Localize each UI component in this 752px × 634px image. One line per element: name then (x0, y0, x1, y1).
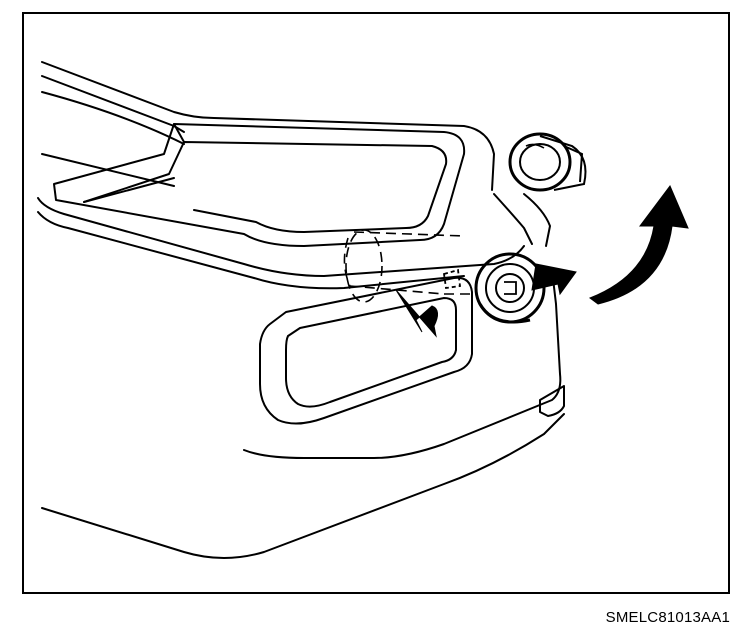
push-arrow-right (531, 263, 577, 296)
console-side-edge (243, 269, 562, 459)
front-recess-outer (259, 276, 473, 425)
cap-tether-right (523, 193, 551, 247)
figure-code: SMELC81013AA1 (605, 609, 730, 626)
lift-arrow-curved (588, 185, 689, 305)
push-arrow-left (395, 289, 438, 338)
tray-inner-step (173, 123, 185, 143)
lighter-cap (508, 132, 587, 192)
console-illustration (37, 61, 689, 559)
locking-tab (442, 268, 462, 290)
console-front-upper-edge (37, 197, 525, 277)
console-lid-upper-edge (41, 75, 185, 133)
console-lid-outer-edge (41, 61, 495, 191)
tray-floor-line (83, 177, 175, 203)
tray-inner-rim (83, 141, 448, 233)
front-recess-inner (285, 297, 457, 408)
console-lid-ridge (41, 91, 185, 145)
hidden-socket-top (353, 231, 465, 237)
hidden-socket-body (343, 237, 445, 295)
console-bottom-edge (41, 413, 565, 559)
hidden-socket-end (345, 229, 383, 303)
illustration-frame (22, 12, 730, 594)
console-base-foot (539, 385, 565, 417)
cap-tether-left (493, 193, 533, 245)
console-front-lower-edge (37, 211, 465, 290)
